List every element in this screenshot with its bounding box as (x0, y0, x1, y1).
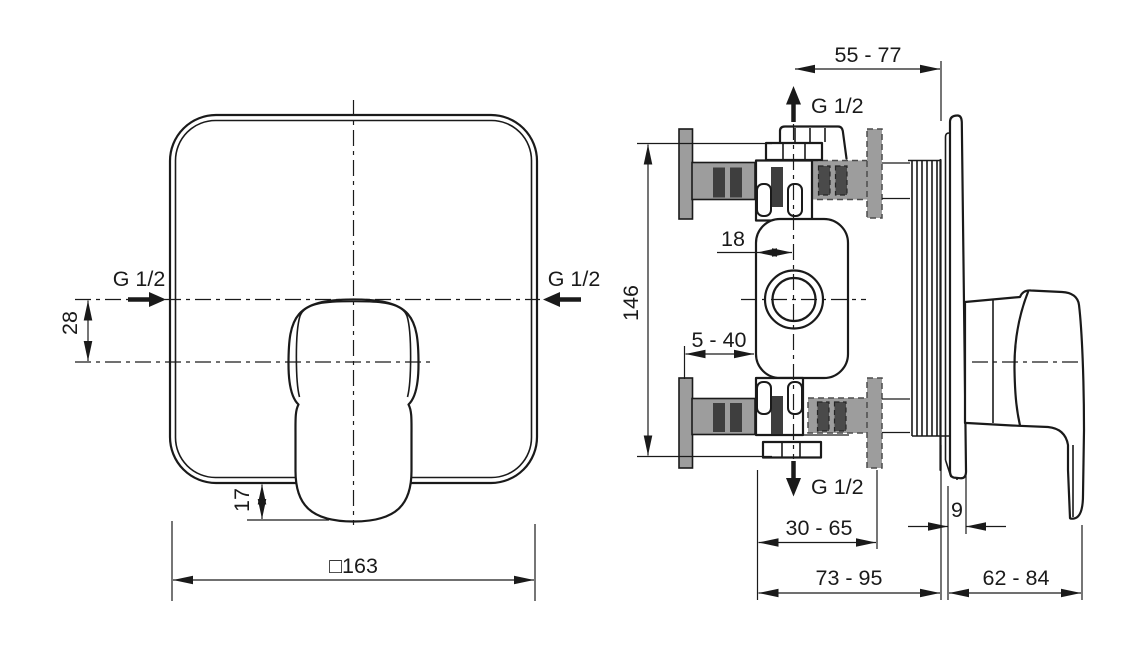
side-view: G 1/2 G 1/2 55 - 77 18 146 (619, 43, 1086, 600)
mounting-bracket-bottom (678, 377, 910, 469)
top-thread-collar (778, 125, 848, 160)
side-centerlines (741, 124, 866, 459)
dim-5-40-label: 5 - 40 (692, 328, 747, 352)
valve-body (754, 125, 850, 459)
dim-30-65-label: 30 - 65 (786, 516, 853, 540)
dim-bracket-adjust: 5 - 40 (683, 328, 754, 379)
outlet-bottom-label: G 1/2 (811, 475, 864, 499)
dim-center-offset: 18 (717, 227, 792, 257)
front-view: G 1/2 G 1/2 28 17 □163 (58, 100, 600, 601)
inlet-right-label: G 1/2 (548, 267, 601, 291)
dim-18-label: 18 (721, 227, 745, 251)
dim-17-label: 17 (230, 488, 254, 512)
dim-handle-protrusion: 62 - 84 (949, 525, 1083, 600)
dim-top-depth: 55 - 77 (795, 43, 942, 121)
wall-flange (944, 114, 968, 480)
dim-146-label: 146 (619, 285, 643, 321)
outlet-bottom: G 1/2 (786, 461, 864, 499)
dim-73-95-label: 73 - 95 (816, 566, 883, 590)
dim-163-label: □163 (329, 554, 378, 578)
outlet-top: G 1/2 (786, 86, 864, 122)
dim-62-84-label: 62 - 84 (983, 566, 1050, 590)
dim-55-77-label: 55 - 77 (835, 43, 902, 67)
dim-rough-in-depth: 30 - 65 (756, 470, 878, 600)
dim-handle-overhang: 17 (230, 484, 329, 521)
handle-side-profile (963, 289, 1086, 520)
dim-inlet-offset: 28 (58, 300, 93, 361)
inlet-left-label: G 1/2 (113, 267, 166, 291)
inlet-left: G 1/2 (113, 267, 166, 307)
dim-height: 146 (619, 142, 772, 458)
inlet-right: G 1/2 (543, 267, 600, 307)
outlet-top-label: G 1/2 (811, 94, 864, 118)
dim-28-label: 28 (58, 311, 82, 335)
bottom-hex-nut (761, 440, 823, 459)
front-centerlines (75, 100, 540, 525)
dim-wall-depth: 73 - 95 (758, 445, 942, 600)
dim-9-label: 9 (951, 498, 963, 522)
dim-plate-size: □163 (171, 521, 536, 601)
